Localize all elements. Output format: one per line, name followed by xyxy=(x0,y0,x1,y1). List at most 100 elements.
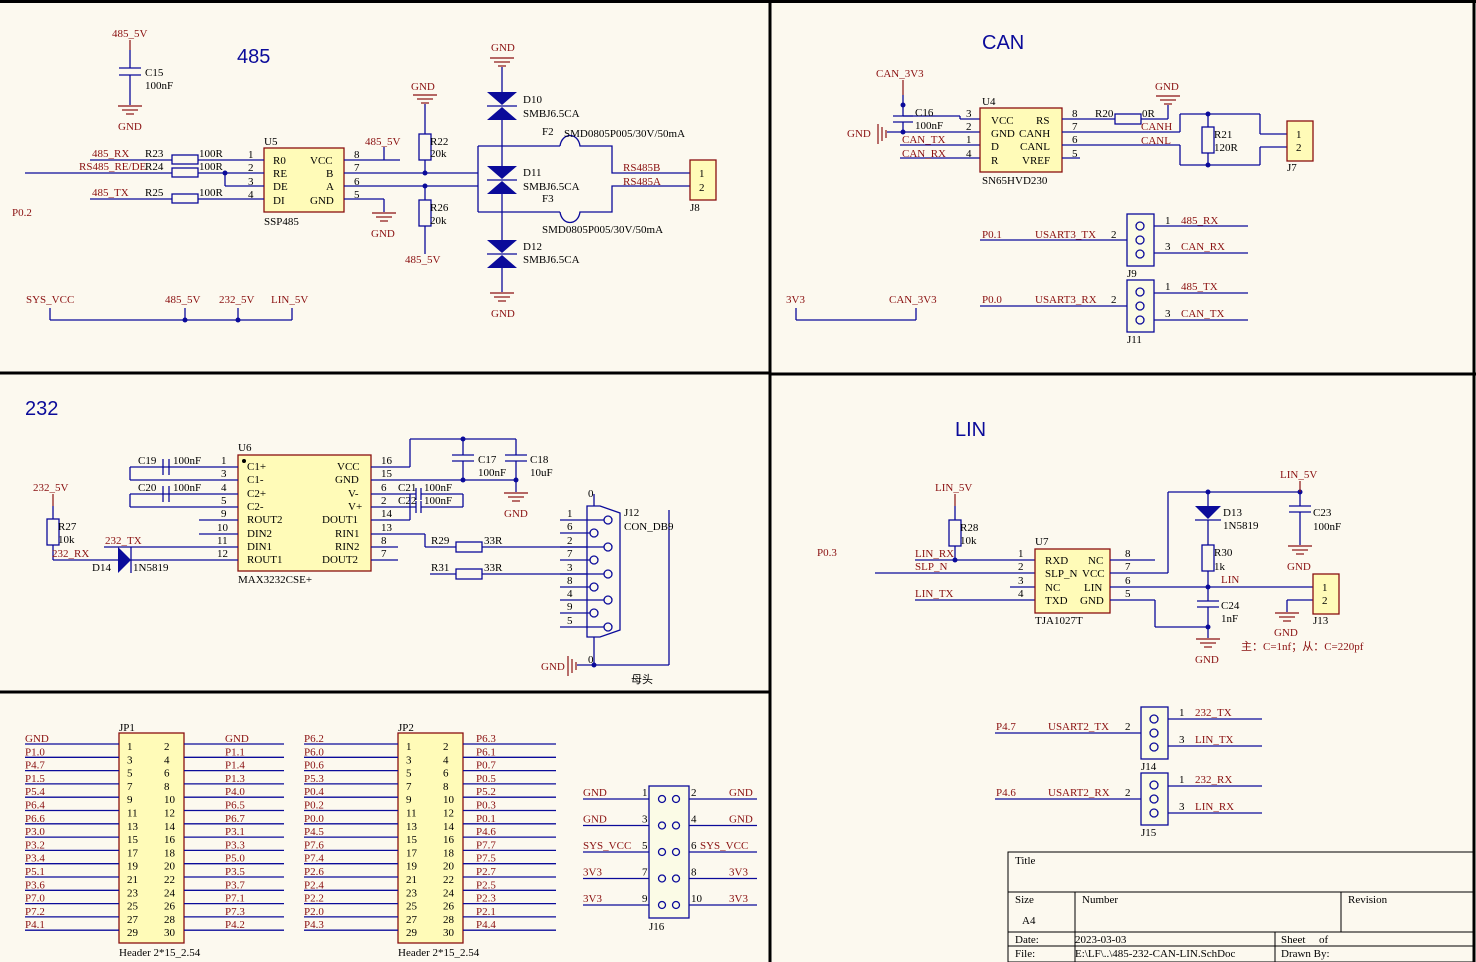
j15-ref: J15 xyxy=(1141,827,1157,839)
jp1-right-net: P4.2 xyxy=(225,919,245,931)
j13-connector xyxy=(1312,573,1340,615)
j12-pin-0-top: 0 xyxy=(588,488,594,500)
j7-connector xyxy=(1286,120,1314,162)
jp1-left-net: GND xyxy=(25,733,49,745)
r20-gnd: GND xyxy=(1155,81,1179,93)
u6-part: MAX3232CSE+ xyxy=(238,574,312,586)
u7-num-1: 1 xyxy=(1018,548,1024,560)
jp1-left-net: P1.0 xyxy=(25,746,45,758)
j14-num-1: 1 xyxy=(1179,707,1185,719)
j13-ref: J13 xyxy=(1313,615,1329,627)
u6-pin-c2m: C2- xyxy=(247,501,264,513)
jp2-pin-odd: 7 xyxy=(406,781,412,793)
jp2-right-net: P7.5 xyxy=(476,853,496,865)
u7-chip xyxy=(1034,548,1111,614)
jp2-right-net: P0.3 xyxy=(476,800,496,812)
u6-ref: U6 xyxy=(238,442,252,454)
u7-part: TJA1027T xyxy=(1035,615,1083,627)
u4-chip xyxy=(979,107,1063,173)
jp1-left-net: P1.5 xyxy=(25,773,45,785)
u7-pin-gnd: GND xyxy=(1080,595,1104,607)
jp2-part: Header 2*15_2.54 xyxy=(398,947,480,959)
jp1-ref: JP1 xyxy=(119,722,135,734)
r24-value: 100R xyxy=(199,161,224,173)
r26-value: 20k xyxy=(430,215,447,227)
jp2-left-net: P2.2 xyxy=(304,893,324,905)
c21-value: 100nF xyxy=(424,482,452,494)
j9-num-2: 2 xyxy=(1111,229,1117,241)
j12-pin-8: 8 xyxy=(567,575,573,587)
jp1-left-net: P3.0 xyxy=(25,826,45,838)
j7-pin-1: 1 xyxy=(1296,129,1302,141)
jp2-left-net: P2.0 xyxy=(304,906,324,918)
j16-right-net: GND xyxy=(729,787,753,799)
j13-pin-2: 2 xyxy=(1322,595,1328,607)
u5-part: SSP485 xyxy=(264,216,299,228)
jp2-left-net: P6.2 xyxy=(304,733,324,745)
u4-pin-d: D xyxy=(991,141,999,153)
jp1-right-net: P3.7 xyxy=(225,879,245,891)
c21-label: C21 xyxy=(398,482,416,494)
jp1-pin-even: 18 xyxy=(164,847,176,859)
jp1-right-net: P4.0 xyxy=(225,786,245,798)
net-p4-7: P4.7 xyxy=(996,721,1016,733)
u6-pin-dout1: DOUT1 xyxy=(322,514,358,526)
c17-label: C17 xyxy=(478,454,497,466)
j11-num-1: 1 xyxy=(1165,281,1171,293)
u6-num-12: 12 xyxy=(217,548,228,560)
net-can-3v3: CAN_3V3 xyxy=(876,68,924,80)
u4-num-7: 7 xyxy=(1072,121,1078,133)
c19-label: C19 xyxy=(138,455,157,467)
jp1-pin-odd: 21 xyxy=(127,874,138,886)
j12-pin-5: 5 xyxy=(567,615,573,627)
j11-net-485-tx: 485_TX xyxy=(1181,281,1218,293)
jp2-right-net: P6.3 xyxy=(476,733,496,745)
jp2-left-net: P2.6 xyxy=(304,866,324,878)
j16-pin-hole xyxy=(671,794,681,804)
jp1-pin-odd: 19 xyxy=(127,861,139,873)
jp1-pin-even: 26 xyxy=(164,901,176,913)
c15-label: C15 xyxy=(145,67,164,79)
u5-chip xyxy=(263,147,345,213)
j9-ref: J9 xyxy=(1127,268,1137,280)
u5-pin-vcc: VCC xyxy=(310,155,333,167)
net-lin-5v-bus: LIN_5V xyxy=(271,294,308,306)
jp2-pin-odd: 15 xyxy=(406,834,418,846)
j16-pin-hole xyxy=(657,874,667,883)
u4-num-3: 3 xyxy=(966,108,972,120)
c23-gnd: GND xyxy=(1287,561,1311,573)
jp1-pin-odd: 15 xyxy=(127,834,139,846)
j8-connector xyxy=(689,159,717,201)
j16-pin-hole xyxy=(671,821,681,830)
jp2-left-net: P6.0 xyxy=(304,746,324,758)
jp1-pin-odd: 17 xyxy=(127,847,139,859)
jp2-pin-even: 26 xyxy=(443,901,455,913)
net-p0-1: P0.1 xyxy=(982,229,1002,241)
u5-num-8: 8 xyxy=(354,149,360,161)
net-232-tx: 232_TX xyxy=(105,535,142,547)
u4-num-1: 1 xyxy=(966,134,972,146)
j15-net-lin-rx: LIN_RX xyxy=(1195,801,1234,813)
net-lin-tx: LIN_TX xyxy=(915,588,954,600)
jp2-left-net: P0.2 xyxy=(304,800,324,812)
jp1-left-net: P4.7 xyxy=(25,760,45,772)
c19-value: 100nF xyxy=(173,455,201,467)
jp2-pin-odd: 13 xyxy=(406,821,418,833)
section-232: 232 U6 MAX3232CSE+ C1+ C1- C2+ C2- ROUT2… xyxy=(25,398,674,686)
j7-pin-2: 2 xyxy=(1296,142,1302,154)
jp1-pin-odd: 23 xyxy=(127,887,139,899)
u6-pin-c2p: C2+ xyxy=(247,488,266,500)
d13-value: 1N5819 xyxy=(1223,520,1259,532)
u4-ref: U4 xyxy=(982,96,996,108)
jp2-pin-even: 2 xyxy=(443,741,449,753)
title-block: Title Size A4 Number Revision Date: 2023… xyxy=(1007,851,1475,962)
jp2-right-net: P7.7 xyxy=(476,839,496,851)
u5-pin-b: B xyxy=(326,168,333,180)
d14-label: D14 xyxy=(92,562,111,574)
j9-net-can-rx: CAN_RX xyxy=(1181,241,1225,253)
j14-net-232-tx: 232_TX xyxy=(1195,707,1232,719)
c24-label: C24 xyxy=(1221,600,1240,612)
c23-value: 100nF xyxy=(1313,521,1341,533)
u6-num-8: 8 xyxy=(381,535,387,547)
u6-pin-rin2: RIN2 xyxy=(335,541,359,553)
